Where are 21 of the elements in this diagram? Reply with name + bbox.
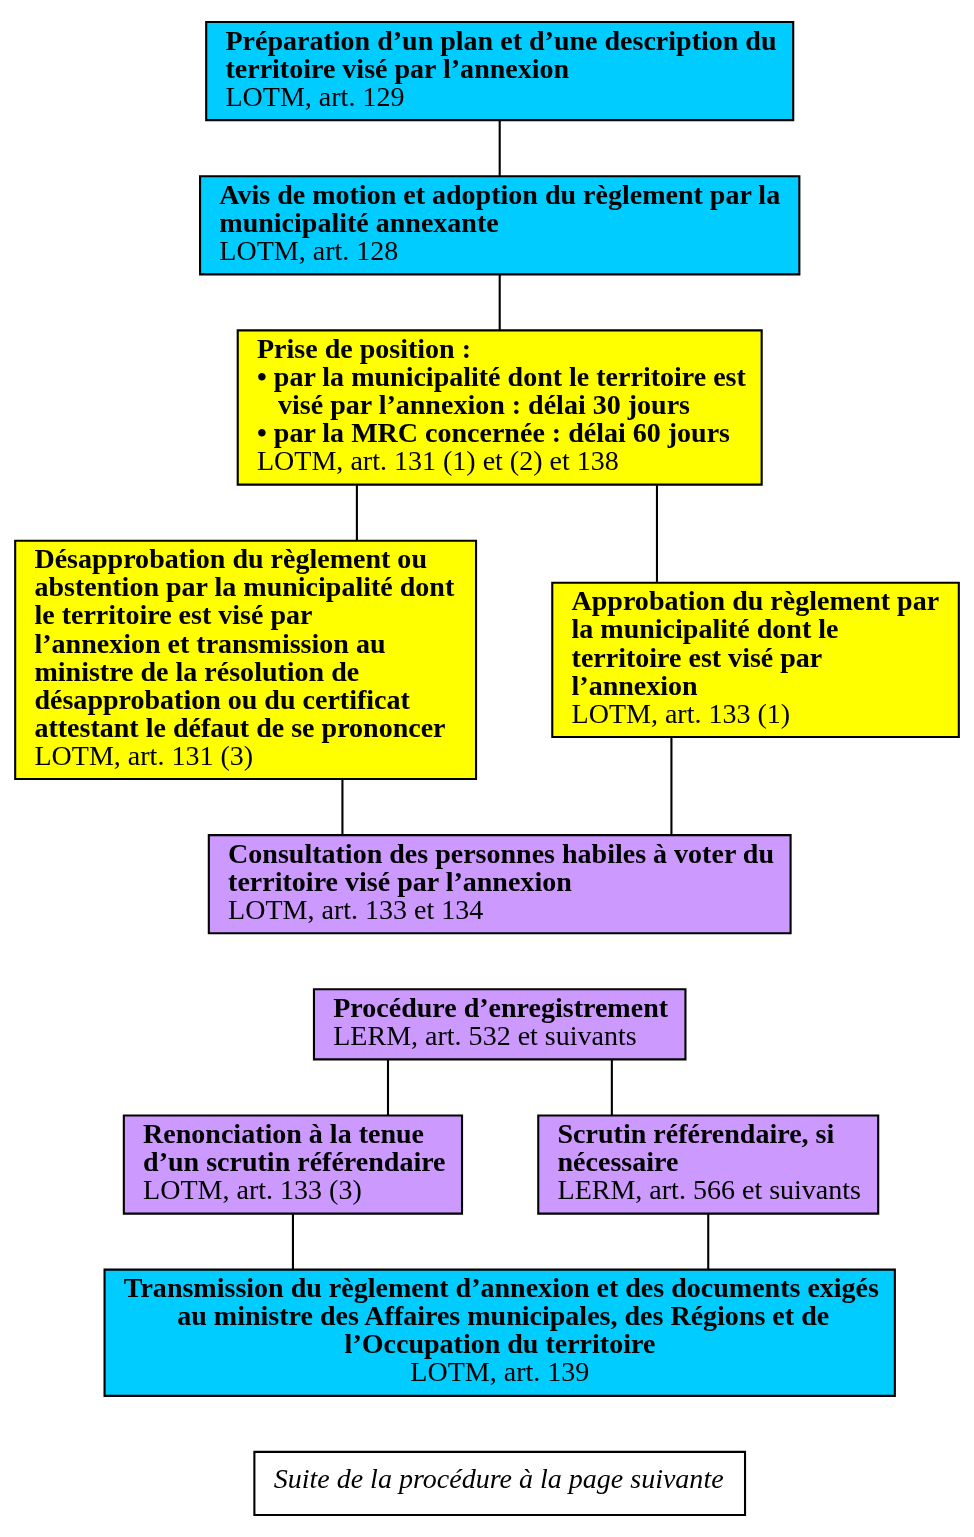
node-box: Transmission du règlement d’annexion et des documents exigés au ministre des Affaires municipales, des Régions et de l’Occupation du territoire LOTM, art. 139 xyxy=(103,1268,896,1397)
connector xyxy=(707,1213,710,1270)
node-box: Scrutin référendaire, si nécessaire LERM, art. 566 et suivants xyxy=(537,1114,880,1215)
connector xyxy=(655,485,659,582)
node-box: Procédure d’enregistrement LERM, art. 532 et suivants xyxy=(312,988,687,1061)
node-box: Prise de position : • par la municipalité dont le territoire est visé par l’annexion : délai 30 jours • par la MRC concernée : délai 60 jours LOTM, art. 131 (1) et (2) et 138 xyxy=(236,329,763,486)
connector xyxy=(386,1059,390,1116)
node-box: Approbation du règlement par la municipalité dont le territoire est visé par l’annexion LOTM, art. 133 (1) xyxy=(551,581,960,738)
node-box: Préparation d’un plan et d’une description du territoire visé par l’annexion LOTM, art. 129 xyxy=(205,20,795,122)
connector xyxy=(355,485,358,541)
node-box: Désapprobation du règlement ou abstention par la municipalité dont le territoire est visé par l’annexion et transmission au ministre de la résolution de désapprobation ou du certificat attestant le défaut de se prononcer LOTM, art. 131 (3) xyxy=(14,539,478,781)
connector xyxy=(498,274,501,331)
connector xyxy=(291,1213,294,1270)
connector xyxy=(341,779,344,835)
node-box: Consultation des personnes habiles à voter du territoire visé par l’annexion LOTM, art. 133 et 134 xyxy=(207,834,792,935)
connector xyxy=(498,120,501,176)
node-box: Avis de motion et adoption du règlement par la municipalité annexante LOTM, art. 128 xyxy=(199,175,801,276)
node-box: Suite de la procédure à la page suivante xyxy=(253,1450,747,1517)
connector xyxy=(670,737,673,835)
node-box: Renonciation à la tenue d’un scrutin référendaire LOTM, art. 133 (3) xyxy=(122,1114,464,1215)
connector xyxy=(610,1059,613,1116)
